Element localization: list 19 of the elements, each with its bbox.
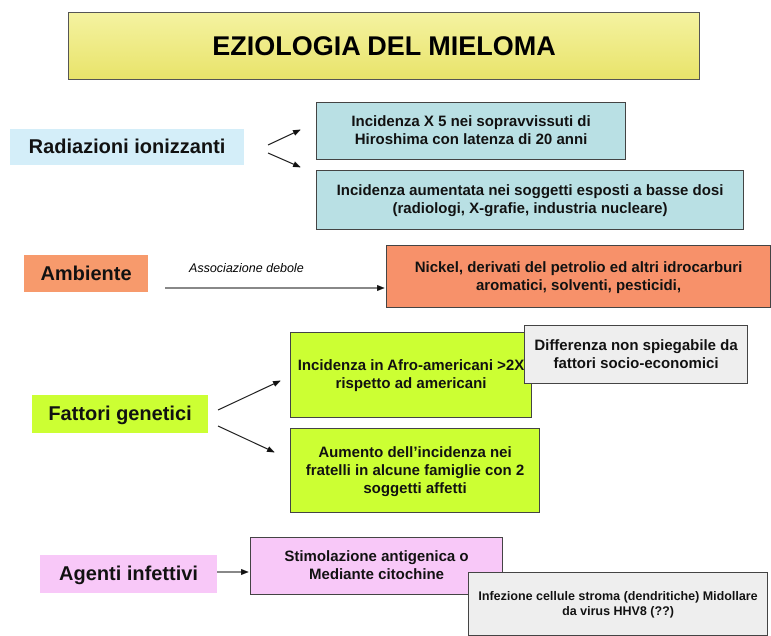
note-box: Infezione cellule stroma (dendritiche) Midollare da virus HHV8 (??) bbox=[468, 572, 768, 636]
arrow bbox=[165, 284, 385, 292]
category-label: Radiazioni ionizzanti bbox=[10, 129, 244, 165]
category-label: Agenti infettivi bbox=[40, 555, 217, 593]
title-banner: EZIOLOGIA DEL MIELOMA bbox=[68, 12, 700, 80]
info-box: Aumento dell’incidenza nei fratelli in alcune famiglie con 2 soggetti affetti bbox=[290, 428, 540, 513]
info-box: Incidenza in Afro-americani >2X rispetto ad americani bbox=[290, 332, 532, 418]
info-box: Nickel, derivati del petrolio ed altri idrocarburi aromatici, solventi, pesticidi, bbox=[386, 245, 771, 308]
info-box: Incidenza X 5 nei sopravvissuti di Hiroshima con latenza di 20 anni bbox=[316, 102, 626, 160]
arrow bbox=[218, 380, 281, 410]
edge-label: Associazione debole bbox=[187, 261, 306, 275]
category-label: Fattori genetici bbox=[32, 395, 208, 433]
category-label: Ambiente bbox=[24, 255, 148, 292]
arrow bbox=[268, 130, 301, 146]
arrow bbox=[217, 568, 249, 576]
note-box: Differenza non spiegabile da fattori socio-economici bbox=[524, 325, 748, 384]
arrow bbox=[268, 152, 301, 168]
arrow bbox=[218, 426, 275, 452]
info-box: Incidenza aumentata nei soggetti esposti a basse dosi (radiologi, X-grafie, industria nucleare) bbox=[316, 170, 744, 230]
